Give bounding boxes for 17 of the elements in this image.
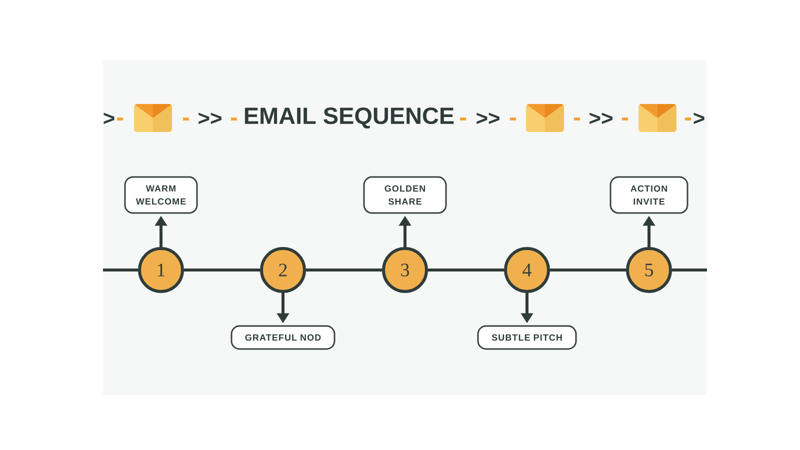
timeline-line	[184, 268, 260, 272]
step-label-box: SUBTLE PITCH	[477, 325, 577, 350]
chevron-text: >	[104, 112, 114, 124]
step-label-box: ACTION INVITE	[610, 176, 688, 214]
chevron-text: >>	[590, 112, 612, 124]
timeline-line	[428, 268, 504, 272]
timeline-line	[103, 268, 138, 272]
chevron-text: >>	[198, 112, 222, 124]
timeline-line	[672, 268, 707, 272]
title: EMAIL SEQUENCE	[244, 108, 454, 128]
step-label-box: GOLDEN SHARE	[363, 176, 447, 214]
step-label-box: GRATEFUL NOD	[230, 325, 336, 350]
chevron-text: >>	[476, 112, 500, 124]
timeline-line	[550, 268, 626, 272]
step-label-box: WARM WELCOME	[124, 176, 198, 214]
timeline-line	[306, 268, 382, 272]
chevron-text: >	[694, 112, 704, 124]
